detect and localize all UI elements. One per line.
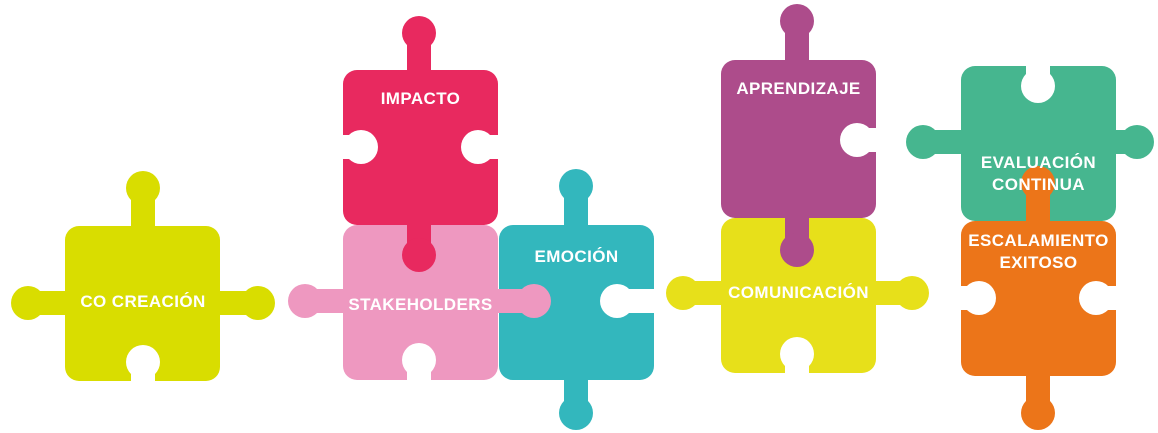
- piece-impacto-tab: [402, 220, 436, 272]
- piece-co-creacion-body: [65, 226, 220, 381]
- piece-evaluacion: [906, 64, 1154, 221]
- label-impacto: IMPACTO: [380, 89, 461, 108]
- label-evaluacion-line2: CONTINUA: [992, 175, 1085, 194]
- piece-aprendizaje: [721, 4, 879, 218]
- label-stakeholders: STAKEHOLDERS: [348, 295, 493, 314]
- piece-co-creacion: [11, 171, 275, 384]
- label-escalamiento-line2: EXITOSO: [999, 253, 1078, 272]
- piece-impacto: [340, 16, 500, 225]
- piece-aprendizaje-tab: [780, 212, 814, 267]
- label-aprendizaje: APRENDIZAJE: [736, 79, 861, 98]
- label-evaluacion-line1: EVALUACIÓN: [980, 153, 1097, 172]
- piece-stakeholders-knob: [494, 284, 551, 318]
- piece-escalamiento: [958, 166, 1118, 430]
- label-escalamiento-line1: ESCALAMIENTO: [968, 231, 1109, 250]
- piece-comunicacion: [666, 218, 929, 376]
- label-co-creacion: CO CREACIÓN: [80, 292, 206, 311]
- label-comunicacion: COMUNICACIÓN: [728, 283, 869, 302]
- piece-emocion: [499, 169, 657, 430]
- label-emocion: EMOCIÓN: [534, 247, 619, 266]
